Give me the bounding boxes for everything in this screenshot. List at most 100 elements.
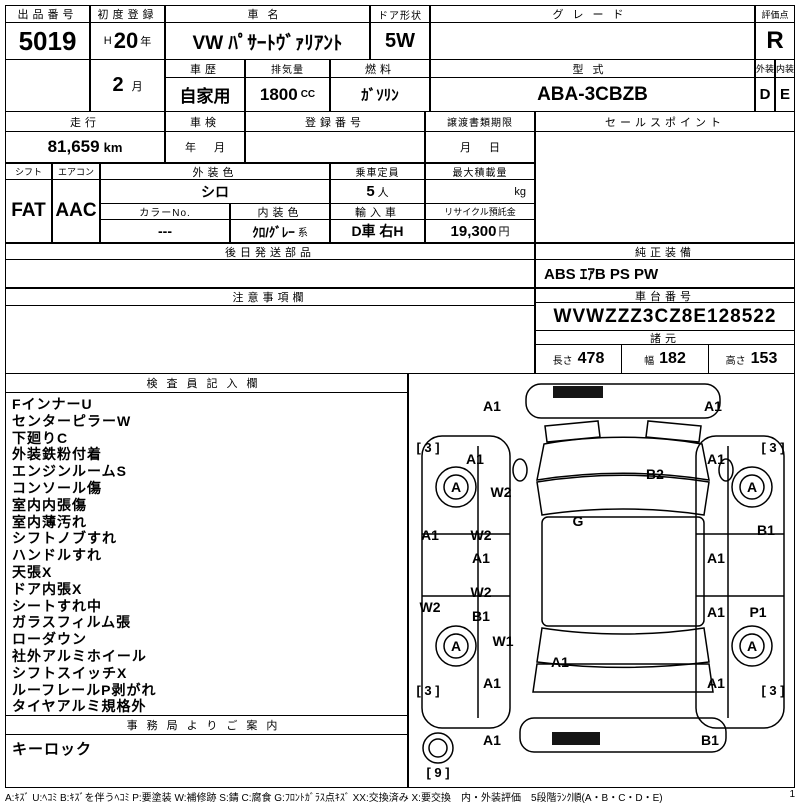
- damage-marker: A1: [421, 527, 439, 543]
- year-suffix: 年: [140, 36, 152, 48]
- inspector-note-item: シートすれ中: [12, 597, 102, 614]
- inspector-note-item: 下廻りC: [12, 429, 69, 446]
- exterior-label: 外装: [755, 59, 775, 78]
- exterior-grade: D: [755, 77, 775, 112]
- first-reg-label: 初度登録: [90, 5, 165, 23]
- tire-depth-marker: [ 3 ]: [416, 440, 439, 455]
- color-no-label: カラーNo.: [100, 203, 230, 220]
- inspector-note-item: ハンドルすれ: [12, 547, 102, 564]
- equipment-label: 純正装備: [535, 243, 795, 260]
- roof: [541, 516, 705, 627]
- spec-length: 長さ 478: [535, 344, 622, 374]
- wheel-front-right: [731, 466, 773, 508]
- rear-window: [536, 627, 710, 668]
- damage-marker: A1: [466, 451, 484, 467]
- tire-depth-marker: [ 9 ]: [426, 765, 449, 780]
- damage-marker: B2: [646, 466, 664, 482]
- spec-length-value: 478: [577, 350, 605, 367]
- shaken-year-suffix: 年: [185, 142, 196, 154]
- damage-marker: P1: [749, 604, 766, 620]
- sales-point-label: セールスポイント: [535, 111, 795, 132]
- car-name-value: VW ﾊﾟｻｰﾄｳﾞｧﾘｱﾝﾄ: [165, 22, 370, 60]
- spec-length-label: 長さ: [552, 355, 573, 367]
- inspector-note-item: シフトスイッチX: [12, 664, 128, 681]
- tire-depth-marker: [ 3 ]: [416, 683, 439, 698]
- damage-marker: A1: [483, 732, 501, 748]
- front-plate: [553, 386, 603, 398]
- int-color-suffix: 系: [297, 227, 308, 239]
- inspector-note-item: FインナーU: [12, 396, 93, 412]
- mileage-label: 走行: [5, 111, 165, 132]
- door-shape-label: ドア形状: [370, 5, 430, 23]
- damage-marker: W2: [420, 599, 441, 615]
- registration-value: [245, 131, 425, 163]
- mirror-left: [512, 458, 528, 482]
- wheel-marker: A: [747, 479, 757, 495]
- transfer-month-suffix: 月: [460, 142, 471, 154]
- import-car-label: 輸入車: [330, 203, 425, 220]
- spec-width-value: 182: [659, 350, 686, 367]
- damage-marker: A1: [704, 398, 722, 414]
- fuel-value: ｶﾞｿﾘﾝ: [330, 77, 430, 112]
- mileage-unit: km: [103, 139, 123, 155]
- spec-height-value: 153: [750, 350, 778, 367]
- first-reg-value: H 20 年: [90, 22, 165, 60]
- inspector-note-item: 室内内張傷: [12, 496, 87, 513]
- inspector-note-item: 室内薄汚れ: [12, 513, 87, 530]
- recycle-value: 19,300 円: [425, 219, 535, 243]
- legend-text: A:ｷｽﾞ U:ﾍｺﾐ B:ｷｽﾞを伴うﾍｺﾐ P:要塗装 W:補修跡 S:錆 …: [5, 793, 663, 804]
- ext-color-value: シロ: [100, 179, 330, 204]
- windshield: [536, 474, 710, 516]
- damage-marker: A1: [472, 550, 490, 566]
- diagram-box: [408, 373, 795, 788]
- office-notes: キーロック: [12, 740, 402, 759]
- wheel-rear-left: [435, 625, 477, 667]
- damage-marker: A1: [483, 675, 501, 691]
- car-name-label: 車名: [165, 5, 370, 23]
- damage-marker: W1: [493, 633, 514, 649]
- inspector-note-item: ドア内張X: [12, 580, 83, 597]
- history-value: 自家用: [165, 77, 245, 112]
- inspector-note-item: シフトノブすれ: [12, 530, 117, 547]
- displacement-label: 排気量: [245, 59, 330, 78]
- recycle-label: リサイクル預託金: [425, 203, 535, 220]
- exhibit-no-label: 出品番号: [5, 5, 90, 23]
- legend-footer: A:ｷｽﾞ U:ﾍｺﾐ B:ｷｽﾞを伴うﾍｺﾐ P:要塗装 W:補修跡 S:錆 …: [5, 789, 795, 804]
- shift-label: シフト: [5, 163, 52, 180]
- inspector-note-item: ルーフレールP剥がれ: [12, 681, 157, 698]
- damage-marker: B1: [757, 522, 775, 538]
- wheel-marker: A: [451, 638, 461, 654]
- chassis-value: WVWZZZ3CZ8E128522: [535, 302, 795, 331]
- era-letter: H: [103, 35, 112, 47]
- damage-marker: A1: [707, 550, 725, 566]
- aircon-value: AAC: [52, 179, 100, 243]
- spec-width: 幅 182: [621, 344, 709, 374]
- fuel-label: 燃料: [330, 59, 430, 78]
- office-note-item: キーロック: [12, 741, 93, 758]
- history-label: 車歴: [165, 59, 245, 78]
- interior-grade: E: [775, 77, 795, 112]
- int-color-label: 内装色: [230, 203, 330, 220]
- tire-depth-marker: [ 3 ]: [761, 440, 784, 455]
- month-suffix: 月: [131, 80, 143, 93]
- damage-marker: W2: [491, 484, 512, 500]
- inspector-note-item: 社外アルミホイール: [12, 647, 147, 664]
- door-shape-value: 5W: [370, 22, 430, 60]
- shaken-label: 車検: [165, 111, 245, 132]
- shaken-value: 年 月: [165, 131, 245, 163]
- later-parts-value: [5, 259, 535, 288]
- spare-tire: [422, 732, 454, 764]
- max-load-unit: kg: [514, 185, 526, 198]
- headlight-left: [544, 420, 601, 443]
- spec-height: 高さ 153: [708, 344, 795, 374]
- displacement-value: 1800 CC: [245, 77, 330, 112]
- exhibit-no-value: 5019: [5, 22, 90, 60]
- later-parts-label: 後日発送部品: [5, 243, 535, 260]
- interior-label: 内装: [775, 59, 795, 78]
- left-side-panel: [421, 435, 511, 729]
- inspector-note-item: ローダウン: [12, 631, 87, 648]
- transfer-day-suffix: 日: [489, 142, 500, 154]
- tire-depth-marker: [ 3 ]: [761, 683, 784, 698]
- mileage-value: 81,659 km: [5, 131, 165, 163]
